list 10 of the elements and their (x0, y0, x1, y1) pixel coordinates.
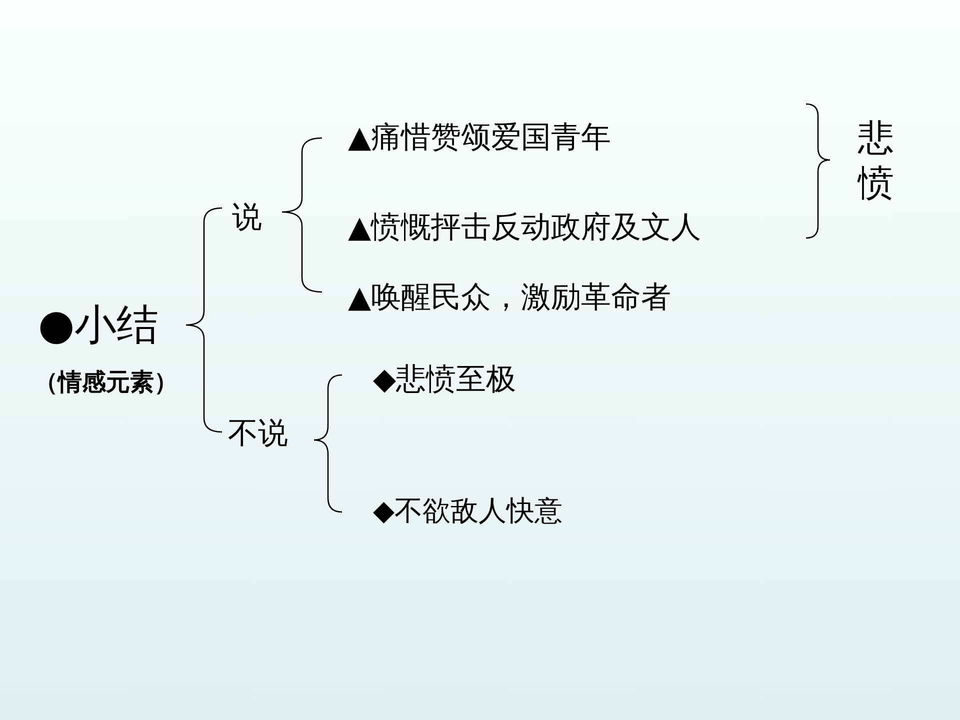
item-text: ◆不欲敌人快意 (373, 494, 563, 528)
branch-text: 不说 (228, 416, 288, 452)
branch-text: 说 (232, 200, 262, 236)
summary-text: 悲愤 (858, 117, 894, 206)
item-text: ▲愤慨抨击反动政府及文人 (348, 210, 702, 246)
item-text: ▲唤醒民众，激励革命者 (348, 280, 672, 316)
item-text: ▲痛惜赞颂爱国青年 (348, 120, 612, 156)
subtitle-text: （情感元素） (34, 368, 178, 397)
item-text: ◆悲愤至极 (373, 362, 516, 398)
heading-text: ●小结 (38, 300, 159, 350)
